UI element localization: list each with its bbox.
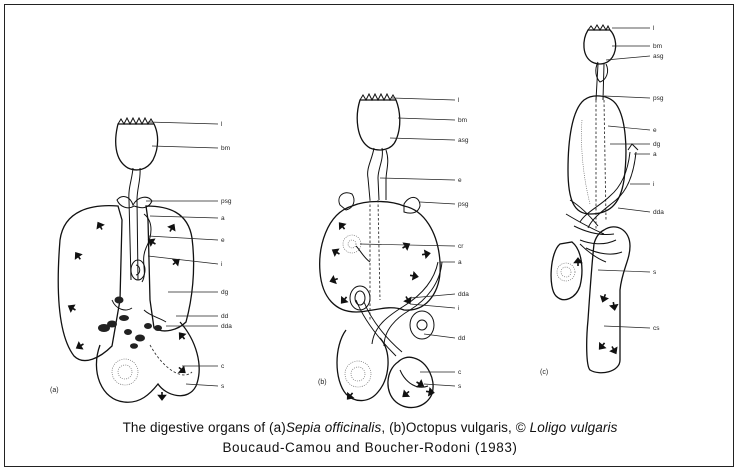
arrow-icon: [66, 302, 78, 314]
b-salivary-gland-right: [403, 197, 421, 214]
b-intestine: [371, 261, 443, 347]
arrow-icon: [158, 391, 166, 401]
c-label-dda: dda: [653, 209, 664, 216]
figure-caption: The digestive organs of (a)Sepia officin…: [0, 418, 740, 458]
a-label-dg: dg: [221, 289, 229, 296]
arrow-icon: [74, 340, 86, 352]
b-label-dda: dda: [458, 291, 469, 298]
b-label-s: s: [458, 383, 462, 390]
b-label-a: a: [458, 259, 462, 266]
caption-middle: , (b)Octopus vulgaris, ©: [381, 420, 530, 435]
b-stomach: [336, 329, 389, 402]
c-label-psg: psg: [653, 95, 664, 102]
b-caecum: [409, 310, 435, 340]
arrow-icon: [336, 220, 348, 232]
a-label-i: i: [221, 261, 222, 268]
a-oesophagus: [128, 167, 141, 281]
b-label-e: e: [458, 177, 462, 184]
arrow-icon: [166, 222, 178, 234]
a-label-l: l: [221, 121, 223, 128]
a-caecum-spiral: [130, 259, 146, 281]
caption-line-2: Boucaud-Camou and Boucher-Rodoni (1983): [222, 440, 518, 455]
a-label-s: s: [221, 383, 225, 390]
c-salivary-gland: [595, 61, 609, 83]
c-stomach: [550, 241, 583, 301]
b-label-psg: psg: [458, 201, 469, 208]
arrow-icon: [609, 300, 619, 311]
arrow-icon: [176, 364, 188, 376]
digestive-organs-figure: l bm psg a e i dg dd dda c s (a): [50, 24, 664, 409]
c-label-i: i: [653, 181, 654, 188]
c-intestine: [579, 151, 637, 229]
c-label-l: l: [653, 25, 655, 32]
caption-line-1: The digestive organs of (a)Sepia officin…: [0, 418, 740, 438]
arrow-icon: [94, 220, 106, 232]
arrow-icon: [598, 292, 610, 304]
a-label-a: a: [221, 215, 225, 222]
c-label-dg: dg: [653, 141, 661, 148]
arrow-icon: [573, 257, 583, 267]
arrow-icon: [338, 294, 350, 306]
b-label-bm: bm: [458, 117, 467, 124]
a-caecum: [111, 358, 139, 386]
b-crop: [342, 234, 362, 254]
a-buccal-mass: [115, 123, 159, 171]
b-oesophagus: [367, 147, 389, 201]
a-digestive-gland-left: [57, 205, 123, 362]
arrow-icon: [176, 330, 188, 342]
c-label-bm: bm: [653, 43, 662, 50]
c-label-a: a: [653, 151, 657, 158]
a-panel-tag: (a): [50, 387, 59, 394]
arrow-icon: [328, 274, 340, 286]
b-label-i: i: [458, 305, 459, 312]
arrow-icon: [400, 240, 412, 252]
a-label-psg: psg: [221, 198, 232, 205]
arrow-icon: [420, 249, 431, 259]
a-label-dd: dd: [221, 313, 229, 320]
c-label-asg: asg: [653, 53, 664, 60]
b-panel-tag: (b): [318, 379, 327, 386]
a-label-bm: bm: [221, 145, 230, 152]
arrow-icon: [400, 388, 412, 400]
caption-prefix: The digestive organs of (a): [122, 420, 286, 435]
c-label-s: s: [653, 269, 657, 276]
arrow-icon: [330, 246, 342, 258]
panel-a-sepia: l bm psg a e i dg dd dda c s (a): [50, 116, 232, 403]
b-buccal-mass: [356, 99, 401, 151]
b-salivary-gland-left: [338, 192, 355, 211]
c-ducts: [565, 199, 617, 245]
c-label-e: e: [653, 127, 657, 134]
arrow-icon: [608, 344, 620, 356]
c-digestive-gland: [567, 95, 627, 215]
figure-frame: [4, 4, 734, 467]
b-label-asg: asg: [458, 137, 469, 144]
c-panel-tag: (c): [540, 369, 548, 376]
a-label-c: c: [221, 363, 225, 370]
panel-b-octopus: l bm asg e psg cr a dda i dd c s (b): [318, 92, 469, 409]
a-lips: [117, 116, 155, 126]
caption-loligo: Loligo vulgaris: [529, 420, 618, 435]
c-buccal-mass: [583, 29, 617, 65]
panel-c-loligo: l bm asg psg e dg a i dda s cs (c): [540, 24, 664, 376]
b-label-cr: cr: [458, 243, 464, 250]
b-label-l: l: [458, 97, 460, 104]
b-lips: [359, 92, 397, 102]
b-caecum-sac: [387, 356, 434, 409]
a-digestive-ducts: [98, 296, 162, 349]
c-lips: [587, 24, 611, 32]
b-label-dd: dd: [458, 335, 466, 342]
arrow-icon: [596, 340, 608, 352]
arrow-icon: [72, 250, 84, 262]
c-oesophagus: [595, 63, 605, 101]
a-digestive-gland-right: [145, 205, 195, 332]
c-label-cs: cs: [653, 325, 660, 332]
b-label-c: c: [458, 369, 462, 376]
a-label-dda: dda: [221, 323, 232, 330]
arrow-icon: [408, 271, 419, 281]
caption-sepia: Sepia officinalis: [285, 420, 382, 435]
b-digestive-gland: [319, 200, 441, 313]
a-label-e: e: [221, 237, 225, 244]
c-caecal-sac: [586, 226, 631, 374]
